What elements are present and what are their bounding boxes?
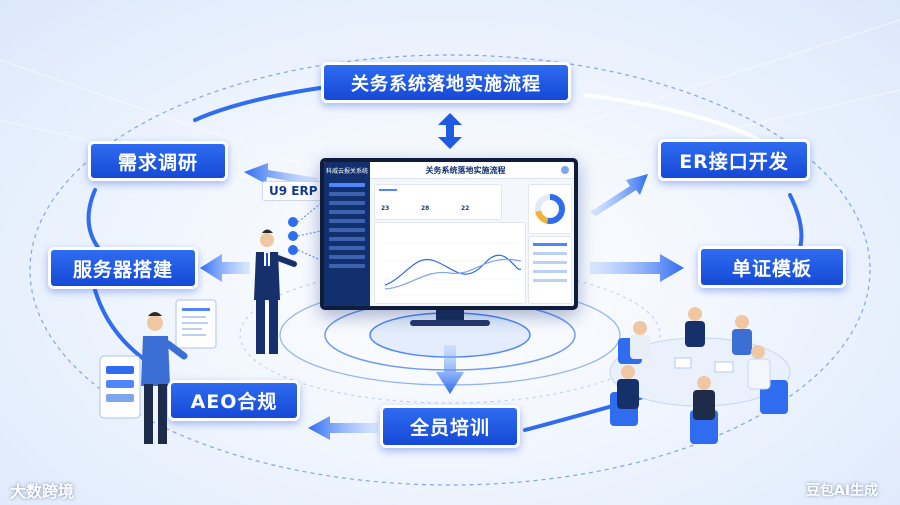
kpi-value-2: 28 <box>421 205 430 212</box>
arrow-to-documents <box>590 254 684 282</box>
dashboard-sidebar <box>324 178 370 306</box>
step-documents: 单证模板 <box>698 246 846 288</box>
dashboard-header: 科威云报关系统 关务系统落地实施流程 <box>324 162 574 179</box>
u9-erp-label: U9 ERP <box>262 181 325 201</box>
step-er-interface: ER接口开发 <box>658 139 810 181</box>
meeting-group <box>609 307 791 444</box>
monitor-base <box>410 320 490 326</box>
step-requirements: 需求调研 <box>88 141 228 181</box>
dashboard-logo: 科威云报关系统 <box>324 162 370 178</box>
left-standing-person <box>141 312 188 444</box>
arrow-to-er <box>590 174 648 216</box>
step-training: 全员培训 <box>380 405 520 448</box>
step-aeo: AEO合规 <box>168 380 300 421</box>
floating-tablet-panel <box>99 355 141 419</box>
list-panel <box>528 236 572 304</box>
trend-chart-graphic <box>383 242 522 296</box>
kpi-panel: 23 28 22 <box>374 184 502 220</box>
flow-ring-top-right <box>583 93 762 142</box>
double-arrow-vertical <box>438 113 462 149</box>
user-avatar-icon <box>561 166 569 174</box>
presenter-person <box>254 229 297 354</box>
dashboard-screen: 科威云报关系统 关务系统落地实施流程 23 28 22 <box>324 162 574 306</box>
arrow-to-server <box>200 254 250 282</box>
diagram-title: 关务系统落地实施流程 <box>321 62 571 103</box>
platform-ring-4 <box>239 266 661 404</box>
arrow-to-training <box>436 345 464 394</box>
watermark-right: 豆包AI生成 <box>806 483 879 499</box>
arrow-to-requirements <box>244 163 318 186</box>
line-chart-panel <box>374 222 526 304</box>
monitor-stand <box>436 310 464 322</box>
kpi-value-3: 22 <box>461 205 470 212</box>
floating-document-panel <box>175 299 217 349</box>
outer-orbit <box>29 54 871 486</box>
donut-panel <box>528 184 572 234</box>
erp-node-icons <box>288 217 298 255</box>
donut-graphic <box>535 194 565 224</box>
dashboard-title: 关务系统落地实施流程 <box>425 165 506 175</box>
flow-ring-top <box>193 86 322 122</box>
watermark-left: 大数跨境 <box>10 482 75 501</box>
flow-ring-left <box>86 188 102 252</box>
arrow-to-aeo <box>308 416 378 440</box>
dashboard-monitor: 科威云报关系统 关务系统落地实施流程 23 28 22 <box>320 158 578 310</box>
kpi-value-1: 23 <box>381 205 390 212</box>
step-server-setup: 服务器搭建 <box>48 247 198 289</box>
